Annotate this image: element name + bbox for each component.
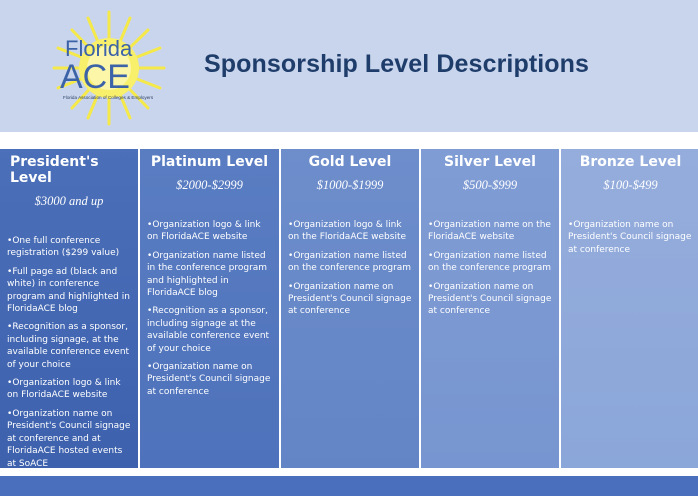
- benefit-item: •Organization name on the FloridaACE web…: [428, 220, 551, 243]
- logo-word-florida: Florida: [65, 36, 133, 61]
- level-column-bronze: Bronze Level $100-$499 •Organization nam…: [561, 149, 698, 468]
- level-price: $3000 and up: [34, 194, 104, 208]
- benefit-list: •Organization name on President's Counci…: [561, 219, 698, 256]
- benefit-list: •Organization logo & link on FloridaACE …: [140, 219, 279, 398]
- benefit-item: •Organization logo & link on FloridaACE …: [7, 378, 121, 401]
- benefit-item: •Organization name on President's Counci…: [147, 362, 271, 397]
- level-column-platinum: Platinum Level $2000-$2999 •Organization…: [140, 149, 279, 468]
- benefit-list: •One full conference registration ($299 …: [0, 235, 138, 468]
- level-name: Platinum Level: [150, 154, 269, 170]
- benefit-item: •Organization name listed on the confere…: [428, 250, 552, 274]
- header-spacer: [0, 132, 698, 149]
- sponsorship-levels-table: President's Level $3000 and up •One full…: [0, 149, 698, 468]
- benefit-item: •Organization name listed on the confere…: [288, 250, 412, 274]
- benefit-item: •Recognition as a sponsor, including sig…: [147, 306, 270, 354]
- benefit-item: •Organization name on President's Counci…: [7, 408, 131, 468]
- level-price: $2000-$2999: [176, 178, 243, 192]
- level-price: $500-$999: [462, 178, 518, 192]
- level-name: Bronze Level: [579, 154, 682, 170]
- level-column-silver: Silver Level $500-$999 •Organization nam…: [421, 149, 559, 468]
- footer-bar: [0, 476, 698, 496]
- benefit-list: •Organization name on the FloridaACE web…: [421, 219, 559, 318]
- benefit-item: •Organization logo & link on the Florida…: [288, 220, 407, 243]
- level-name: Gold Level: [308, 154, 392, 170]
- level-price: $100-$499: [603, 178, 658, 192]
- benefit-item: •Organization logo & link on FloridaACE …: [147, 220, 261, 243]
- benefit-item: •Organization name on President's Counci…: [428, 281, 552, 317]
- benefit-item: •Organization name on President's Counci…: [568, 220, 692, 255]
- benefit-list: •Organization logo & link on the Florida…: [281, 219, 419, 318]
- logo-word-ace: ACE: [60, 58, 130, 96]
- level-column-gold: Gold Level $1000-$1999 •Organization log…: [281, 149, 419, 468]
- level-name: President's Level: [10, 154, 99, 186]
- page-title: Sponsorship Level Descriptions: [204, 50, 590, 78]
- logo-tagline: Florida Association of Colleges & Employ…: [63, 95, 154, 100]
- benefit-item: •Organization name on President's Counci…: [288, 281, 412, 317]
- level-column-presidents: President's Level $3000 and up •One full…: [0, 149, 138, 468]
- benefit-item: •Full page ad (black and white) in confe…: [7, 266, 130, 315]
- level-name: Silver Level: [444, 154, 536, 170]
- footer-spacer: [0, 468, 698, 476]
- benefit-item: •One full conference registration ($299 …: [7, 236, 120, 259]
- benefit-item: •Organization name listed in the confere…: [147, 250, 268, 299]
- sun-icon: [52, 10, 166, 126]
- header-banner: Florida ACE Florida Association of Colle…: [0, 0, 698, 132]
- benefit-item: •Recognition as a sponsor, including sig…: [7, 322, 130, 370]
- level-price: $1000-$1999: [316, 178, 384, 192]
- florida-ace-logo: Florida ACE Florida Association of Colle…: [52, 10, 166, 126]
